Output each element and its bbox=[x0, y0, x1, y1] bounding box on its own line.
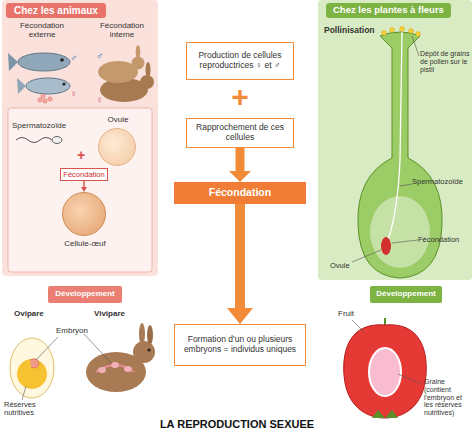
panel-header: Chez les plantes à fleurs bbox=[326, 3, 451, 18]
animal-panel-fill bbox=[2, 0, 158, 276]
part-label: Dépôt de grains de pollen sur le pistil bbox=[420, 50, 470, 73]
process-box: Production de cellules reproductrices ♀ … bbox=[186, 42, 294, 80]
part-label: Embryon bbox=[56, 327, 96, 336]
rabbit-ear bbox=[136, 45, 141, 59]
ovule bbox=[381, 237, 391, 255]
fish bbox=[18, 53, 70, 71]
rabbit-ear bbox=[139, 323, 145, 345]
pollen-grain bbox=[409, 29, 414, 34]
process-box: Fécondation bbox=[174, 182, 306, 204]
part-label: Spermatozoïde bbox=[12, 122, 76, 131]
leader-line bbox=[84, 334, 112, 364]
sex-symbol: ♂ bbox=[96, 50, 108, 61]
flow-arrow bbox=[229, 148, 251, 182]
part-label: Pollinisation bbox=[324, 26, 384, 36]
node-label: Ovule bbox=[95, 116, 141, 125]
part-label: Fécondation bbox=[418, 236, 472, 244]
box-text: Rapprochement de ces cellules bbox=[189, 123, 291, 142]
embryo bbox=[98, 367, 106, 373]
leader-line bbox=[392, 240, 418, 243]
pollen-grain bbox=[416, 32, 421, 37]
process-box: Rapprochement de ces cellules bbox=[186, 118, 294, 148]
mode-label: Vivipare bbox=[94, 310, 138, 319]
stage-tag: Développement bbox=[370, 286, 442, 303]
part-label: Spermatozoïde bbox=[412, 178, 470, 186]
mode-label: Ovipare bbox=[14, 310, 54, 319]
pollen-tube bbox=[388, 32, 402, 240]
part-label: Graine (contient l'embryon et les réserv… bbox=[424, 378, 472, 417]
sex-symbol: ♀ bbox=[96, 94, 108, 105]
embryo bbox=[30, 359, 39, 368]
egg bbox=[41, 94, 45, 98]
plant-panel-fill bbox=[318, 0, 472, 280]
plus-sign: + bbox=[74, 148, 88, 162]
embryo bbox=[111, 362, 119, 368]
fish-eggs bbox=[38, 94, 52, 103]
ovule-circle: Ovule bbox=[98, 128, 136, 166]
process-box: Formation d'un ou plusieurs embryons = i… bbox=[174, 324, 306, 366]
plus-sign: + bbox=[200, 82, 280, 112]
box-text: Fécondation bbox=[209, 187, 271, 199]
yolk bbox=[17, 359, 47, 389]
rabbit-head bbox=[133, 341, 155, 363]
sperm-head bbox=[52, 137, 62, 144]
leader-line bbox=[412, 36, 419, 56]
animal-panel: Chez les animauxOvuleFécondationCellule-… bbox=[2, 0, 158, 276]
fish-tail bbox=[8, 53, 18, 71]
box-text: Formation d'un ou plusieurs embryons = i… bbox=[177, 335, 303, 354]
box-text: Fécondation bbox=[61, 169, 107, 180]
sex-symbol: ♀ bbox=[70, 88, 82, 99]
caption: LA REPRODUCTION SEXUEE bbox=[0, 418, 474, 430]
rabbit-ear bbox=[147, 325, 153, 345]
tag-text: Développement bbox=[55, 290, 115, 299]
illustration-label: Fécondation interne bbox=[94, 22, 150, 40]
egg bbox=[43, 99, 47, 103]
box-text: Production de cellules reproductrices ♀ … bbox=[189, 51, 291, 70]
egg-shell bbox=[10, 338, 54, 398]
egg bbox=[48, 97, 52, 101]
pollen-grain bbox=[382, 31, 387, 36]
fish-tail bbox=[17, 78, 26, 94]
fish-eye bbox=[60, 58, 64, 62]
part-label: Ovule bbox=[330, 262, 360, 270]
leader-line bbox=[352, 320, 364, 332]
leader-line bbox=[36, 337, 58, 360]
pollen-grains bbox=[382, 27, 421, 37]
sperm-tail bbox=[16, 138, 52, 143]
rabbit-ear bbox=[146, 62, 151, 78]
node-label: Cellule-œuf bbox=[43, 240, 127, 249]
leader-line bbox=[352, 250, 381, 262]
illustration-label: Fécondation externe bbox=[14, 22, 70, 40]
fish-eye bbox=[62, 82, 65, 85]
part-label: Réserves nutritives bbox=[4, 401, 50, 418]
flow-arrow bbox=[227, 204, 253, 324]
pollen-grain bbox=[390, 28, 395, 33]
rabbit-eye bbox=[147, 348, 150, 351]
flow-arrow bbox=[81, 181, 87, 192]
ovary-cavity bbox=[370, 196, 430, 268]
tag-text: Développement bbox=[376, 290, 436, 299]
pollen-grain bbox=[400, 27, 405, 32]
egg bbox=[38, 98, 42, 102]
seed bbox=[369, 348, 401, 396]
fruit bbox=[344, 325, 427, 418]
stage-tag: Développement bbox=[48, 286, 122, 303]
leader-line bbox=[400, 184, 412, 186]
leader-line bbox=[22, 386, 26, 400]
egg-cell-circle: Cellule-œuf bbox=[62, 192, 106, 236]
sex-symbol: ♂ bbox=[70, 52, 82, 63]
part-label: Fruit bbox=[338, 310, 368, 319]
calyx bbox=[372, 410, 398, 418]
inner-box bbox=[8, 108, 152, 272]
leader-line bbox=[398, 374, 422, 384]
embryo bbox=[124, 366, 132, 372]
fish bbox=[26, 78, 70, 94]
process-box: Fécondation bbox=[60, 168, 108, 181]
panel-header: Chez les animaux bbox=[6, 3, 106, 18]
